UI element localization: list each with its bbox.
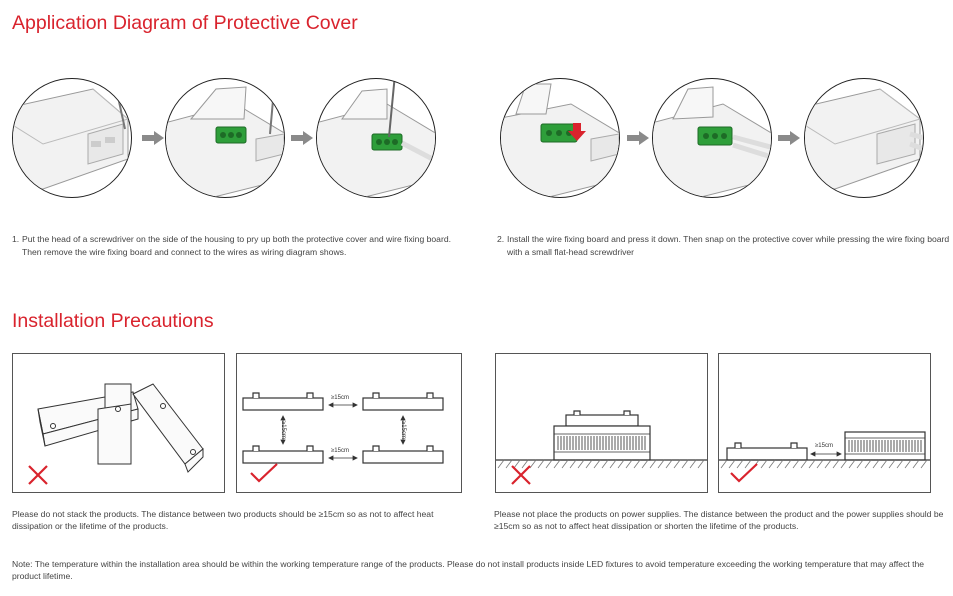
step1-photo-wiring — [316, 78, 436, 198]
page-title: Application Diagram of Protective Cover — [12, 12, 358, 34]
panel-distance-from-power-supply: ≥15cm — [718, 353, 931, 493]
step-description: Install the wire fixing board and press … — [507, 234, 950, 257]
step-number: 2. — [497, 234, 505, 244]
panel-no-power-supply-contact — [495, 353, 708, 493]
check-mark-icon — [250, 463, 278, 483]
distance-label: ≥15cm — [331, 448, 349, 454]
step1-photo-cover-open — [165, 78, 285, 198]
distance-label: ≥15cm — [815, 443, 833, 449]
step-1-text: 1. Put the head of a screwdriver on the … — [12, 233, 452, 259]
step2-photo-press-board — [500, 78, 620, 198]
cross-mark-icon — [28, 465, 48, 485]
caption-stacking: Please do not stack the products. The di… — [12, 509, 434, 531]
step2-photo-board-installed — [652, 78, 772, 198]
step-2-text: 2. Install the wire fixing board and pre… — [497, 233, 952, 259]
distance-label: ≥15cm — [279, 421, 286, 439]
section-title-precautions: Installation Precautions — [12, 310, 214, 332]
caption-power-supply: Please not place the products on power s… — [494, 509, 944, 531]
distance-label: ≥15cm — [331, 395, 349, 401]
panel-no-stacking — [12, 353, 225, 493]
right-arrow-icon — [778, 131, 800, 145]
distance-label: ≥15cm — [399, 421, 406, 439]
step-description: Put the head of a screwdriver on the sid… — [22, 234, 451, 257]
right-arrow-icon — [142, 131, 164, 145]
right-arrow-icon — [291, 131, 313, 145]
step2-photo-cover-closed — [804, 78, 924, 198]
footer-note: Note: The temperature within the install… — [12, 559, 925, 581]
step-number: 1. — [12, 234, 20, 244]
step1-photo-housing-closed — [12, 78, 132, 198]
cross-mark-icon — [511, 465, 531, 485]
right-arrow-icon — [627, 131, 649, 145]
check-mark-icon — [730, 463, 758, 483]
panel-spacing-correct: ≥15cm ≥15cm ≥15cm ≥15cm — [236, 353, 462, 493]
